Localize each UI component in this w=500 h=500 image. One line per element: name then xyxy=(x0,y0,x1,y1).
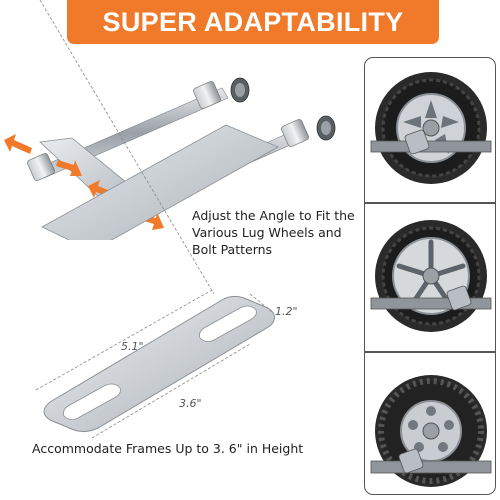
wheel-icon xyxy=(370,375,492,487)
caption-frame-height: Accommodate Frames Up to 3. 6" in Height xyxy=(32,441,304,456)
plate-width-label: 1.2" xyxy=(275,305,298,318)
plate-slot-span-label: 3.6" xyxy=(179,397,202,410)
nut-bracket-upper xyxy=(27,153,55,181)
plate-length-label: 5.1" xyxy=(121,340,144,353)
wheel-icon xyxy=(370,220,492,332)
wheel-examples-panel xyxy=(364,57,496,495)
panel-divider xyxy=(365,351,495,353)
wheel-icon xyxy=(370,72,492,184)
panel-divider xyxy=(365,202,495,204)
nut-lower-end xyxy=(281,115,336,147)
bolt-assembly-illustration xyxy=(4,77,336,240)
slotted-plate xyxy=(43,295,275,433)
caption-adjust-angle: Adjust the Angle to Fit the Various Lug … xyxy=(192,208,355,257)
